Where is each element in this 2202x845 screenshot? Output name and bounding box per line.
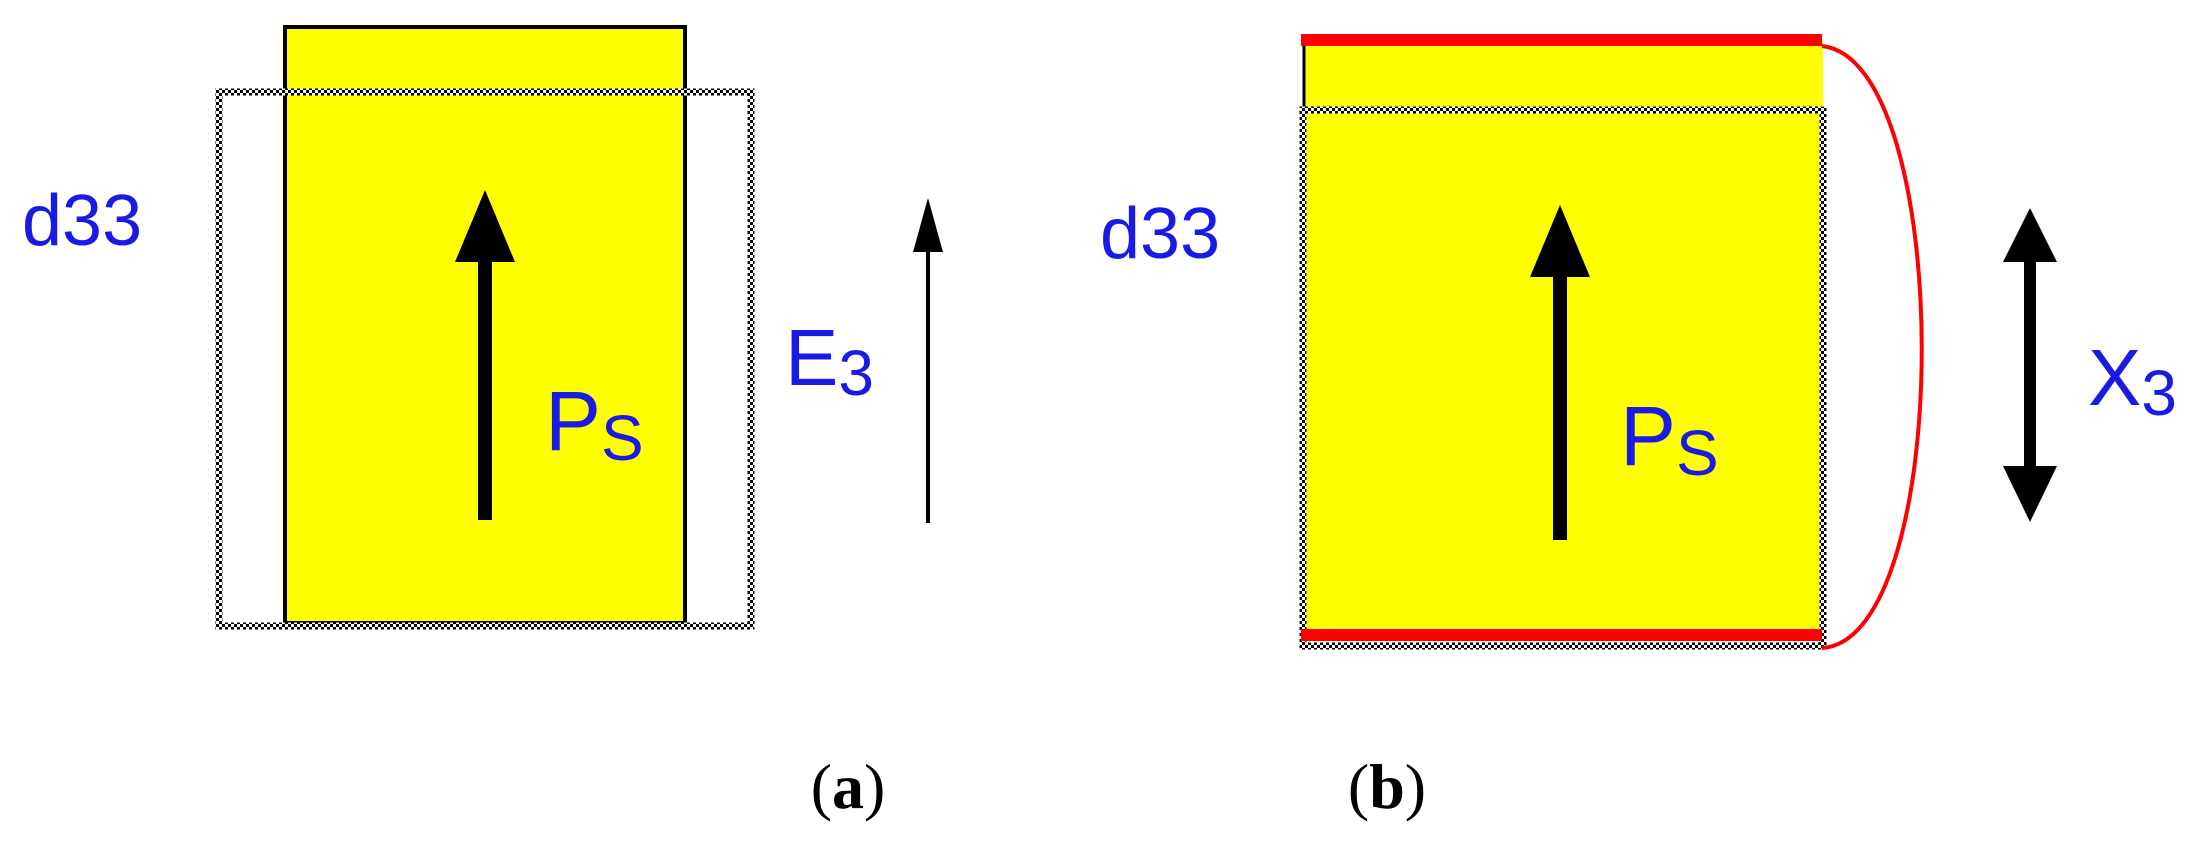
panel-b-caption: (b)	[1348, 751, 1426, 822]
panel-b-caption-open: (	[1348, 751, 1369, 822]
panel-b-polarization-arrow	[1530, 205, 1590, 540]
panel-a-caption-letter: a	[832, 751, 864, 822]
panel-a-d33-label: d33	[22, 181, 142, 261]
panel-a-e3-sub: 3	[838, 337, 874, 409]
panel-b-ps-base: P	[1620, 389, 1676, 483]
panel-a-caption: (a)	[811, 751, 886, 822]
panel-a-ps-label: PS	[545, 374, 644, 474]
panel-b-wire-loop	[1821, 44, 1924, 650]
panel-b-d33-label: d33	[1100, 194, 1220, 274]
panel-b-caption-letter: b	[1369, 751, 1405, 822]
panel-b: d33 PS X3 (b)	[1100, 34, 2177, 822]
panel-b-x3-label: X3	[2088, 333, 2177, 429]
panel-b-stress-arrow	[2003, 208, 2057, 522]
panel-a-polarization-arrow	[455, 190, 515, 520]
panel-a-caption-close: )	[864, 751, 885, 822]
panel-b-ps-sub: S	[1676, 417, 1719, 489]
panel-a: d33 PS E3 (a)	[22, 25, 943, 822]
panel-a-e3-base: E	[785, 313, 838, 402]
panel-a-ps-sub: S	[601, 402, 644, 474]
panel-a-e3-label: E3	[785, 313, 874, 409]
panel-a-caption-open: (	[811, 751, 832, 822]
panel-b-x3-base: X	[2088, 333, 2141, 422]
panel-b-original-outline	[1299, 106, 1827, 650]
panel-b-ps-label: PS	[1620, 389, 1719, 489]
panel-b-x3-sub: 3	[2141, 357, 2177, 429]
panel-b-caption-close: )	[1405, 751, 1426, 822]
panel-a-original-outline	[215, 88, 755, 630]
panel-a-field-arrow	[913, 198, 943, 523]
panel-a-ps-base: P	[545, 374, 601, 468]
